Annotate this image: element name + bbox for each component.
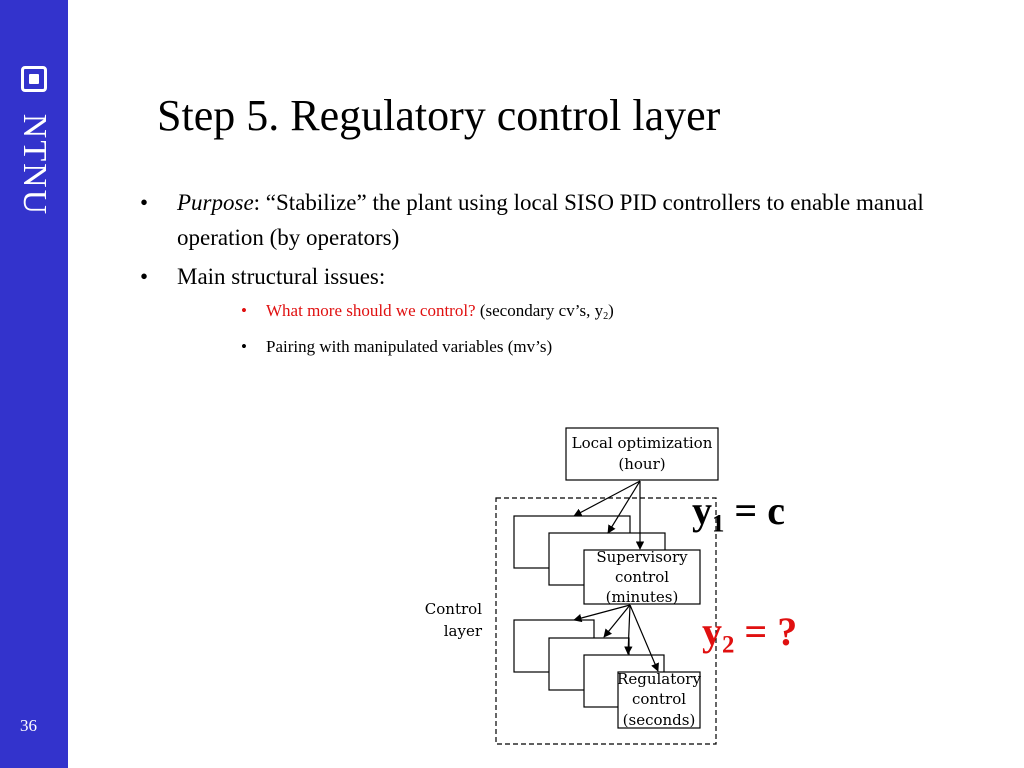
pairing-text: Pairing with manipulated variables (mv’s…	[266, 337, 553, 357]
local-optimization-box	[565, 427, 719, 481]
bullet-dot: •	[140, 264, 149, 289]
eq2-rhs: = ?	[734, 609, 798, 654]
eq1-var: y	[692, 488, 712, 533]
regulatory-label-2: control	[632, 690, 686, 708]
regulatory-box	[617, 671, 701, 729]
arrow	[573, 480, 641, 517]
eq2-sub: 2	[722, 631, 735, 659]
slide-title: Step 5. Regulatory control layer	[157, 91, 721, 140]
control-layer-label: Control	[425, 600, 482, 618]
local-opt-period: (hour)	[618, 455, 665, 473]
equation-y1: y1 = c	[692, 487, 785, 538]
control-note-sub: 2	[603, 311, 609, 323]
control-note-end: )	[608, 301, 614, 320]
supervisory-label: Supervisory	[596, 548, 688, 566]
supervisory-box	[583, 549, 701, 605]
regulatory-period: (seconds)	[623, 711, 696, 729]
eq2-var: y	[702, 609, 722, 654]
sub-bullet-control: • What more should we control? (secondar…	[140, 300, 960, 328]
purpose-text: : “Stabilize” the plant using local SISO…	[177, 190, 924, 250]
control-question: What more should we control?	[266, 301, 476, 320]
ntnu-logo-icon	[21, 66, 47, 92]
local-opt-label: Local optimization	[572, 434, 713, 452]
regulatory-label: Regulatory	[617, 670, 701, 688]
sub-bullet-dot: •	[241, 301, 247, 320]
page-number: 36	[20, 716, 37, 735]
supervisory-period: (minutes)	[606, 588, 679, 606]
arrow	[607, 480, 641, 534]
control-note: (secondary cv’s, y	[475, 301, 604, 320]
bullet-structural-issues: • Main structural issues:	[140, 259, 960, 294]
structural-issues-text: Main structural issues:	[177, 264, 386, 289]
bullet-dot: •	[140, 190, 149, 215]
control-layer-label-2: layer	[444, 622, 483, 640]
equation-y2: y2 = ?	[702, 608, 797, 659]
eq1-rhs: = c	[724, 488, 785, 533]
arrow	[629, 604, 659, 672]
control-layer-boundary	[495, 497, 717, 745]
bullet-list: • Purpose: “Stabilize” the plant using l…	[140, 185, 960, 366]
arrow	[573, 604, 631, 623]
sub-bullet-dot: •	[241, 337, 247, 357]
purpose-label: Purpose	[177, 190, 254, 215]
bullet-purpose: • Purpose: “Stabilize” the plant using l…	[140, 185, 960, 255]
eq1-sub: 1	[712, 510, 725, 538]
arrow	[624, 604, 633, 655]
supervisory-label-2: control	[615, 568, 669, 586]
arrow	[603, 604, 631, 638]
sub-bullet-pairing: • Pairing with manipulated variables (mv…	[140, 336, 960, 358]
sidebar: NTNU 36	[0, 0, 68, 768]
